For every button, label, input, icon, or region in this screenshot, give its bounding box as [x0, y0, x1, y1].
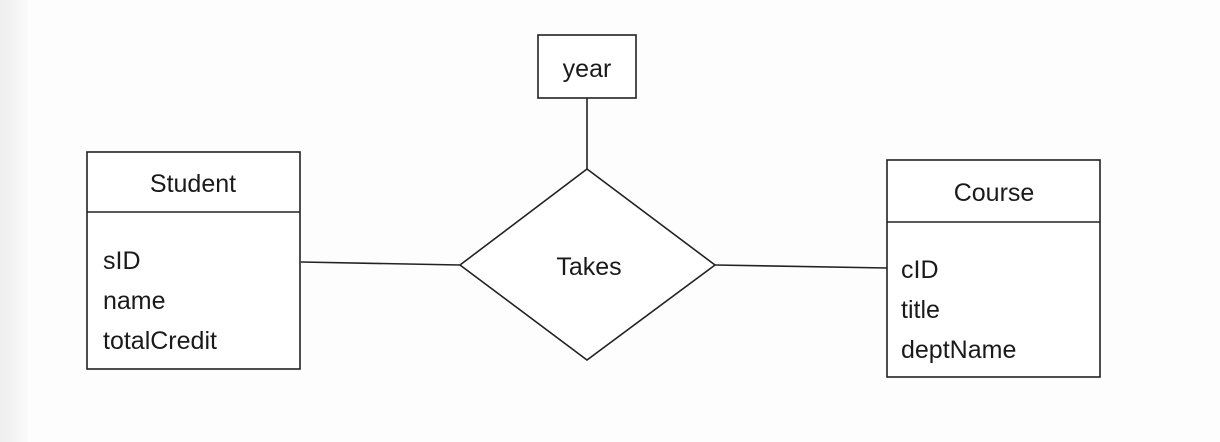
year-attribute-frame	[537, 34, 637, 99]
student-entity: Student sID name totalCredit	[86, 151, 301, 370]
course-entity: Course cID title deptName	[886, 159, 1101, 378]
student-attribute-totalcredit: totalCredit	[103, 327, 217, 355]
student-entity-title: Student	[150, 170, 236, 198]
takes-relationship: Takes	[458, 167, 717, 361]
student-attribute-name: name	[103, 287, 166, 315]
student-attribute-sid: sID	[103, 247, 141, 275]
course-entity-title: Course	[954, 179, 1035, 207]
student-takes-connector	[300, 261, 461, 266]
course-entity-frame	[886, 159, 1101, 378]
course-attribute-cid: cID	[901, 256, 939, 284]
takes-relationship-label: Takes	[556, 253, 621, 281]
scan-edge-shading	[0, 0, 28, 442]
takes-relationship-diamond	[458, 167, 717, 361]
year-attribute-label: year	[563, 55, 612, 83]
takes-course-connector	[714, 264, 888, 269]
year-attribute-box: year	[537, 34, 637, 99]
course-attribute-title: title	[901, 296, 940, 324]
course-attribute-deptname: deptName	[901, 336, 1016, 364]
student-entity-frame	[86, 151, 301, 370]
